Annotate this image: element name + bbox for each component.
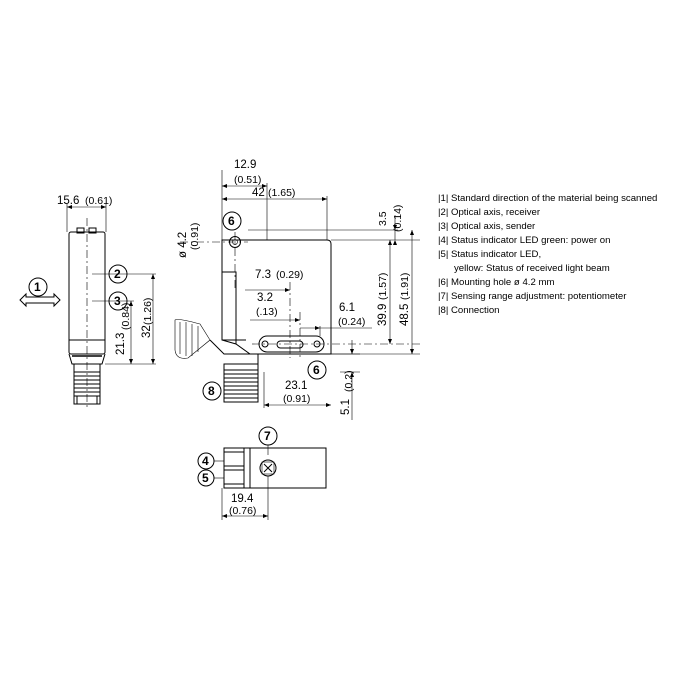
scan-direction-arrow (19, 292, 61, 308)
callout-5: 5 (202, 471, 209, 485)
side-view: 15.6 (0.61) 1 2 3 (19, 195, 156, 410)
dim-42-inch: (1.65) (268, 187, 295, 199)
callout-1: 1 (34, 280, 41, 294)
callout-7: 7 (264, 429, 271, 443)
legend: |1| Standard direction of the material b… (438, 193, 657, 316)
dim-3-5: 3.5 (377, 211, 389, 226)
front-view: 12.9 (0.51) 42 (1.65) 7.3 (0.29) 3.2 (.1… (174, 159, 420, 420)
callout-6a: 6 (228, 214, 235, 228)
dim-dia-4-2: ø 4.2 (177, 232, 189, 258)
callout-6b: 6 (313, 363, 320, 377)
dim-dia-4-2-inch: (0.91) (189, 223, 201, 250)
callout-4: 4 (202, 454, 209, 468)
legend-item-3: |3| Optical axis, sender (438, 221, 536, 232)
dim-39-9-inch: (1.57) (377, 273, 389, 300)
dim-3-2: 3.2 (257, 292, 273, 304)
dim-5-1-inch: (0.2) (343, 370, 355, 392)
dim-7-3-inch: (0.29) (276, 269, 303, 281)
callout-6a-circle (222, 211, 242, 231)
dim-19-4-inch: (0.76) (229, 505, 256, 517)
dim-6-1-inch: (0.24) (338, 316, 365, 328)
dim-32: 32 (141, 325, 153, 338)
callout-8-circle (202, 381, 222, 401)
callout-6b-circle (307, 360, 327, 380)
dim-48-5: 48.5 (399, 304, 411, 326)
callout-1-circle (28, 277, 48, 297)
callout-2-circle (108, 264, 128, 284)
dim-21-3: 21.3 (115, 333, 127, 355)
legend-item-2: |2| Optical axis, receiver (438, 207, 541, 218)
dim-3-2-inch: (.13) (256, 306, 278, 318)
dim-12-9: 12.9 (234, 159, 256, 171)
dim-6-1: 6.1 (339, 302, 355, 314)
dim-side-width: 15.6 (57, 195, 79, 207)
dim-48-5-inch: (1.91) (399, 273, 411, 300)
dim-3-5-inch: (0.14) (392, 205, 404, 232)
legend-item-7: |7| Sensing range adjustment: potentiome… (438, 291, 627, 302)
dim-23-1-inch: (0.91) (283, 393, 310, 405)
legend-item-4: |4| Status indicator LED green: power on (438, 235, 610, 246)
dim-42: 42 (252, 187, 265, 199)
legend-item-1: |1| Standard direction of the material b… (438, 193, 657, 204)
legend-item-6: |6| Mounting hole ø 4.2 mm (438, 277, 554, 288)
legend-item-5b: yellow: Status of received light beam (454, 263, 610, 274)
callout-3: 3 (114, 294, 121, 308)
dim-5-1: 5.1 (340, 399, 352, 415)
dim-32-inch: (1.26) (142, 298, 154, 325)
callout-7-circle (258, 426, 278, 446)
callout-3-circle (108, 291, 128, 311)
dim-39-9: 39.9 (377, 304, 389, 326)
legend-item-8: |8| Connection (438, 305, 500, 316)
dim-19-4: 19.4 (231, 493, 254, 505)
dim-23-1: 23.1 (285, 380, 307, 392)
dim-21-3-inch: (0.84) (120, 303, 132, 330)
legend-item-5: |5| Status indicator LED, (438, 249, 541, 260)
callout-8: 8 (208, 384, 215, 398)
dim-12-9-inch: (0.51) (234, 174, 261, 186)
top-view: 7 4 5 19.4 (0.76) (197, 426, 327, 520)
dim-side-width-inch: (0.61) (85, 195, 112, 207)
dim-7-3: 7.3 (255, 269, 271, 281)
callout-2: 2 (114, 267, 121, 281)
